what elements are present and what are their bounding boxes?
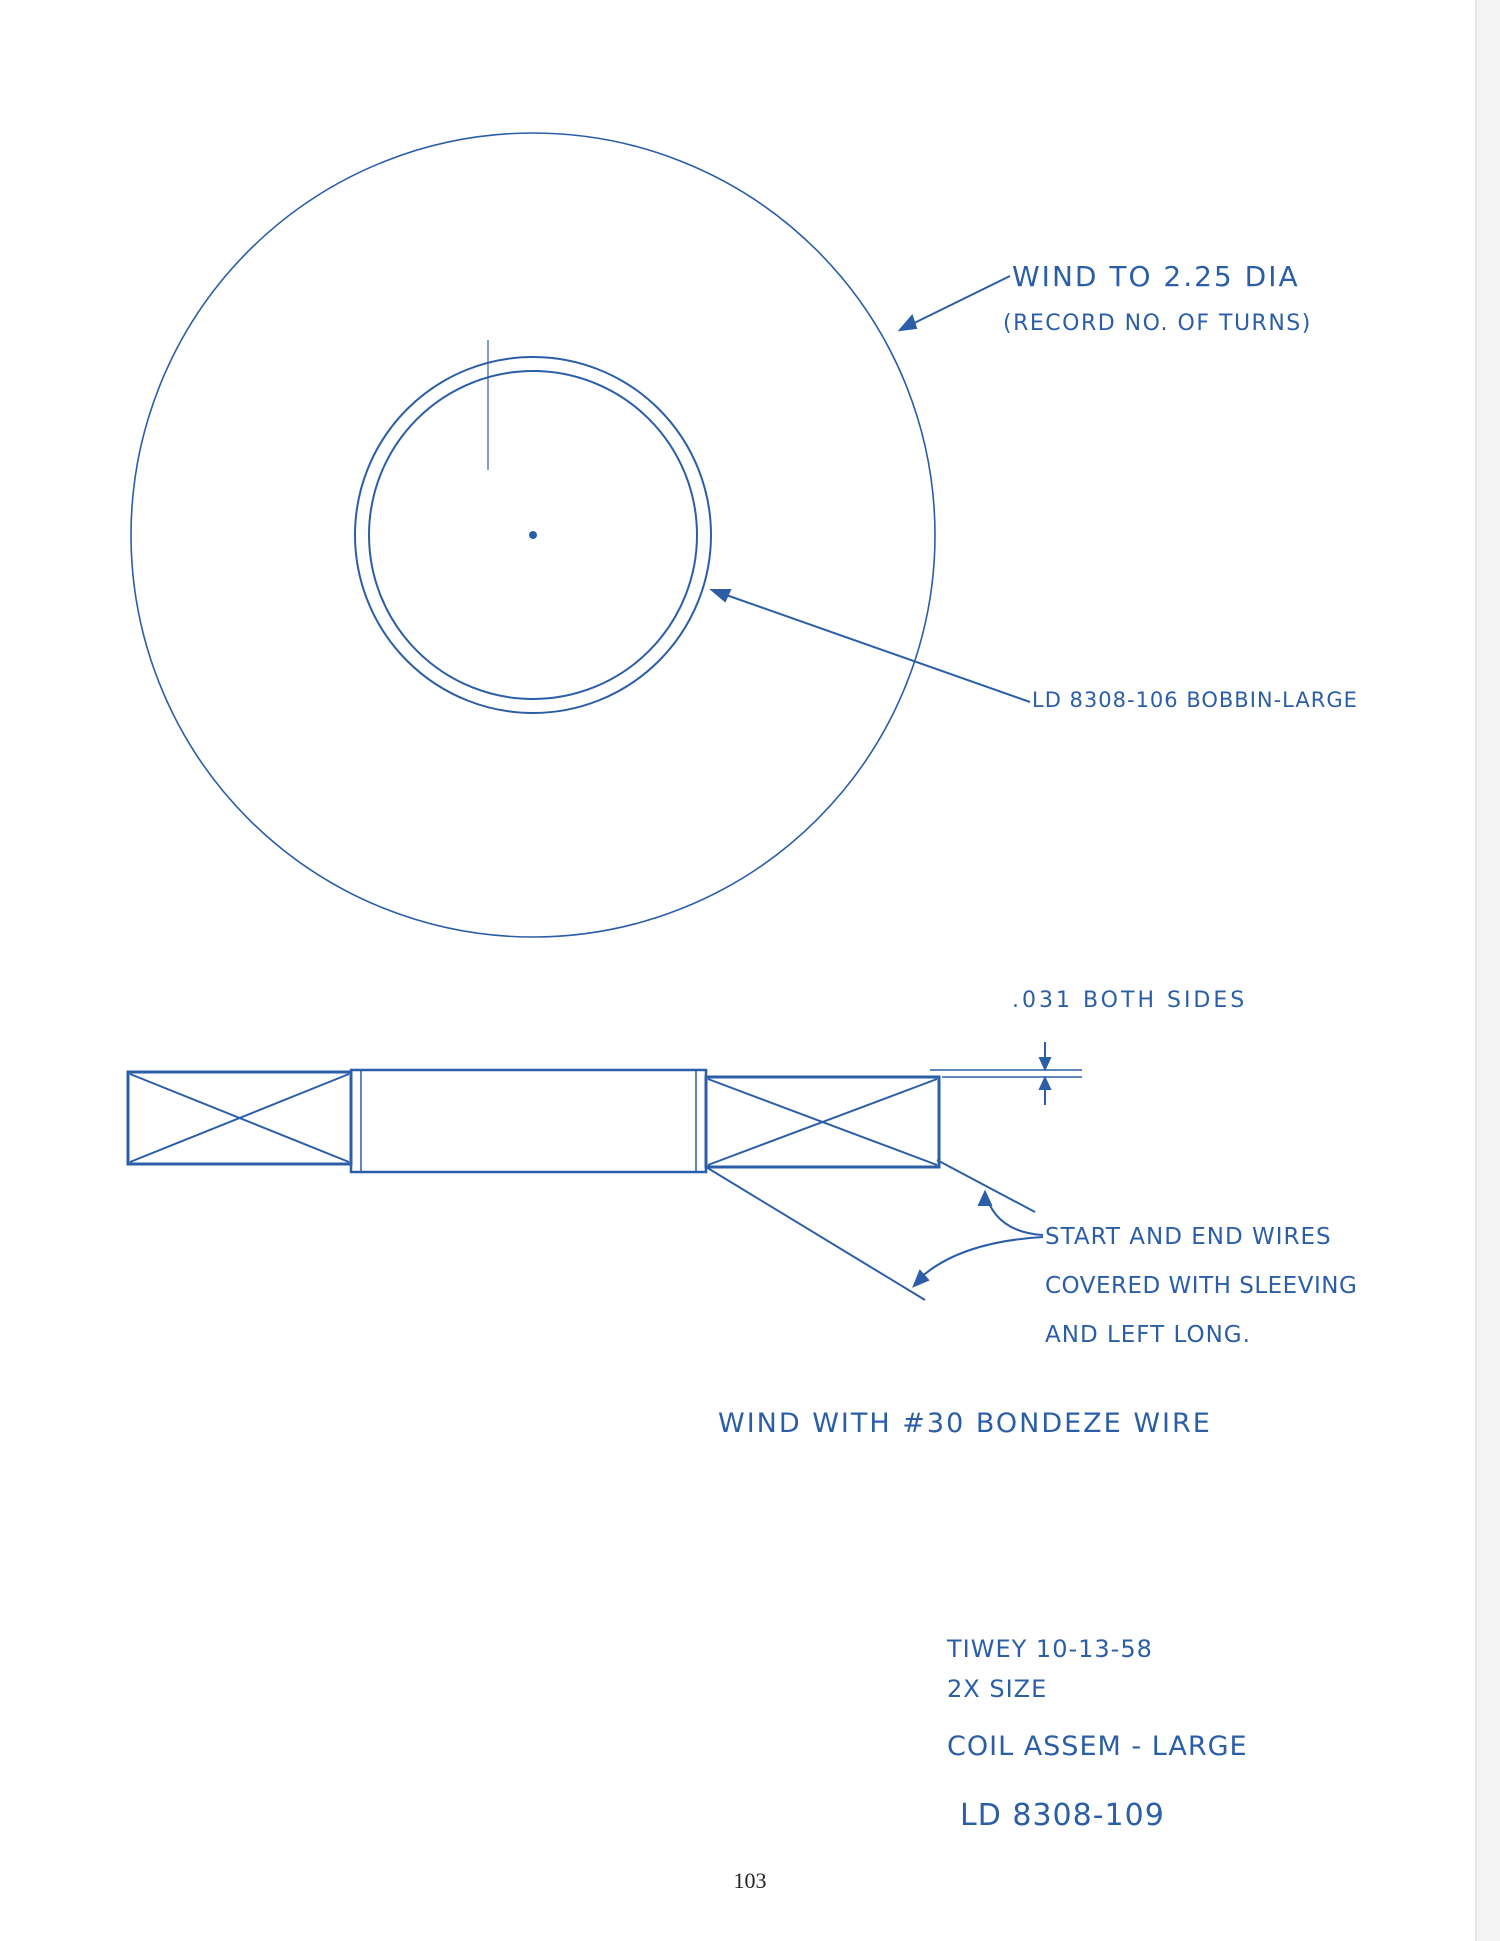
bobbin-leader (711, 589, 1031, 703)
wire-leader-upper (984, 1191, 1044, 1236)
wire-arrowhead-upper (977, 1189, 993, 1206)
note-clearance: .031 BOTH SIDES (1012, 988, 1247, 1013)
right-winding-cross-b (707, 1078, 938, 1166)
title-scale: 2X SIZE (947, 1675, 1047, 1703)
note-wire-spec: WIND WITH #30 BONDEZE WIRE (718, 1408, 1212, 1439)
start-wire (705, 1166, 926, 1301)
note-bobbin-part: LD 8308-106 BOBBIN-LARGE (1032, 688, 1358, 712)
title-name: COIL ASSEM - LARGE (947, 1731, 1248, 1762)
dimension-arrowhead-up (1038, 1075, 1052, 1090)
note-wires-line2: COVERED WITH SLEEVING (1045, 1273, 1357, 1299)
bobbin-arrowhead (709, 589, 732, 603)
right-winding-section (704, 1075, 941, 1169)
title-part-number: LD 8308-109 (960, 1798, 1165, 1833)
outer-winding-circle (130, 132, 936, 938)
wire-arrowhead-lower (912, 1269, 930, 1288)
note-wires-line1: START AND END WIRES (1045, 1224, 1332, 1250)
left-winding-cross-b (129, 1073, 350, 1163)
note-wires-line3: AND LEFT LONG. (1045, 1322, 1251, 1348)
scan-edge (1475, 0, 1500, 1941)
bobbin-core-section (349, 1068, 708, 1174)
dimension-arrowhead-down (1038, 1057, 1052, 1072)
center-point (529, 531, 537, 539)
outer-winding-leader (899, 275, 1011, 331)
end-wire (936, 1159, 1036, 1213)
bobbin-flange-circle (354, 356, 712, 714)
note-wind-diameter: WIND TO 2.25 DIA (1012, 260, 1300, 293)
title-drawn-by: TIWEY 10-13-58 (946, 1635, 1153, 1663)
bobbin-core-circle (368, 370, 698, 700)
outer-winding-arrowhead (897, 314, 918, 332)
wire-leader-lower (917, 1236, 1044, 1281)
page-number: 103 (733, 1868, 767, 1893)
note-record-turns: (RECORD NO. OF TURNS) (1003, 311, 1312, 336)
